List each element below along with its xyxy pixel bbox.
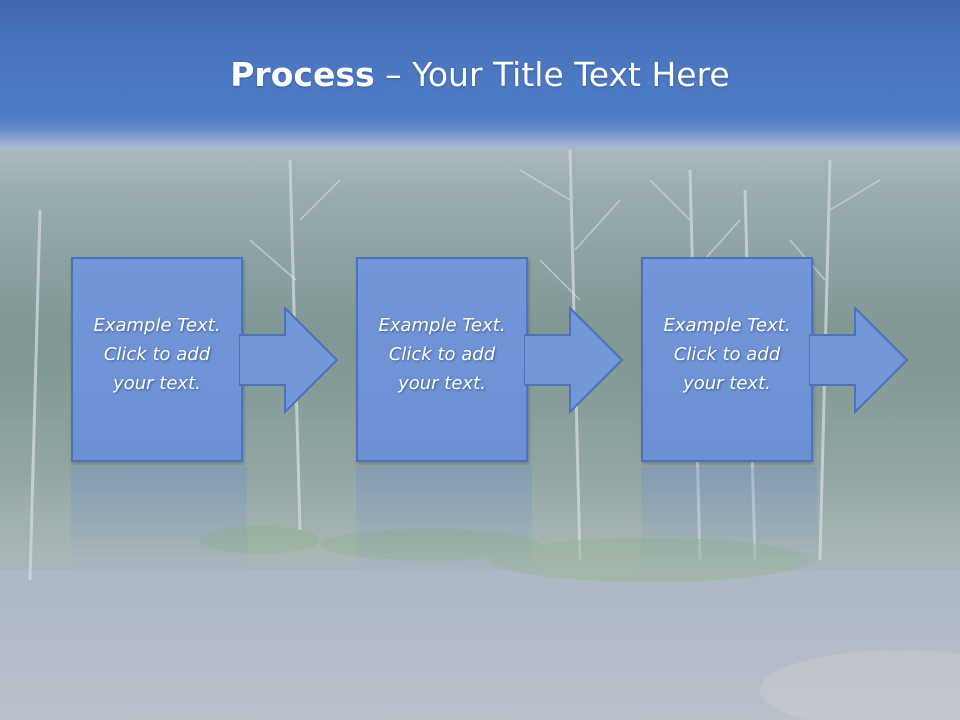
slide-title[interactable]: Process – Your Title Text Here <box>0 54 960 96</box>
title-bold: Process <box>230 55 375 94</box>
reflection-3 <box>641 467 817 577</box>
right-arrow-icon <box>809 307 909 415</box>
title-band <box>0 0 960 150</box>
right-arrow-icon <box>239 307 339 415</box>
step-box <box>356 257 528 462</box>
process-step-1[interactable]: Example Text. Click to add your text. <box>71 257 339 466</box>
step-box <box>71 257 243 462</box>
process-step-3[interactable]: Example Text. Click to add your text. <box>641 257 909 466</box>
reflection-1 <box>71 467 247 577</box>
right-arrow-icon <box>524 307 624 415</box>
step-text: Example Text. Click to add your text. <box>93 315 221 394</box>
step-text: Example Text. Click to add your text. <box>378 315 506 394</box>
step-text: Example Text. Click to add your text. <box>663 315 791 394</box>
reflection-2 <box>356 467 532 577</box>
process-step-2[interactable]: Example Text. Click to add your text. <box>356 257 624 466</box>
title-rest: – Your Title Text Here <box>374 55 730 94</box>
